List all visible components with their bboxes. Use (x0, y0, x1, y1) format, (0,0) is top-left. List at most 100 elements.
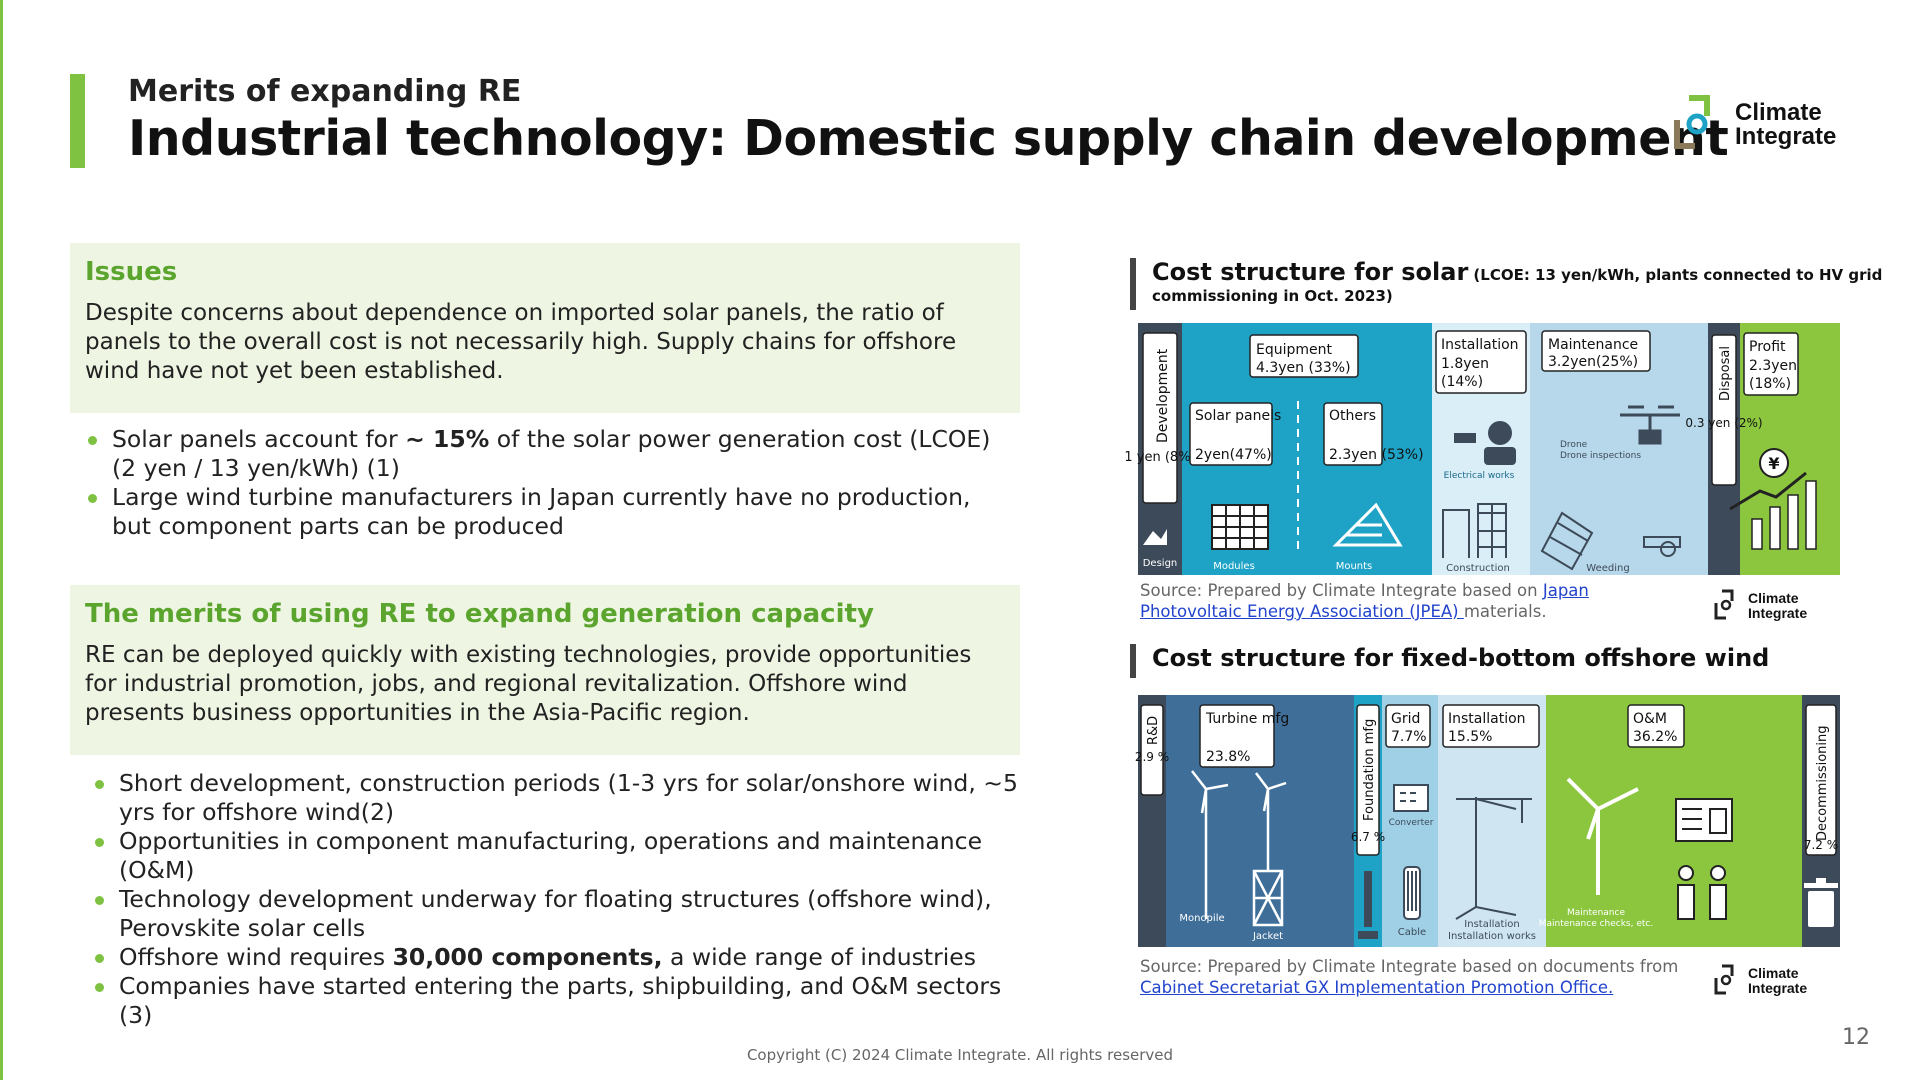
solar-title-note2: commissioning in Oct. 2023) (1152, 287, 1393, 305)
solar-source-post: materials. (1463, 602, 1547, 621)
logo-text-climate: Climate (1735, 99, 1822, 126)
wind-foundation-value: 6.7 % (1351, 830, 1385, 844)
crane-icon (1455, 797, 1532, 920)
solar-development-label: Development (1155, 348, 1171, 443)
solar-source-text: Source: Prepared by Climate Integrate ba… (1140, 581, 1543, 600)
page-number: 12 (1842, 1025, 1870, 1050)
wind-cost-infographic: R&D 2.9 % Turbine mfg 23.8% Monopile Jac… (1135, 695, 1840, 947)
wind-caption-converter: Converter (1389, 818, 1434, 828)
wind-caption-cable: Cable (1398, 927, 1426, 938)
solar-caption-construction: Construction (1446, 563, 1510, 574)
bullet-dot (88, 436, 97, 445)
logo-text-integrate: Integrate (1735, 123, 1836, 150)
solar-disposal-value: 0.3 yen (2%) (1685, 416, 1762, 430)
issues-bullet-list: Solar panels account for ~ 15% of the so… (78, 425, 1008, 541)
solar-caption-design: Design (1143, 558, 1178, 569)
mini-logo2-text1: Climate (1748, 965, 1799, 981)
bullet-dot (95, 983, 104, 992)
list-item: Solar panels account for ~ 15% of the so… (78, 425, 1008, 483)
merits-body: RE can be deployed quickly with existing… (85, 642, 972, 726)
left-accent-rule (0, 0, 3, 1080)
solar-title-note: (LCOE: 13 yen/kWh, plants connected to H… (1473, 266, 1883, 284)
solar-development-value: 1 yen (8%) (1124, 450, 1195, 465)
list-item: Short development, construction periods … (85, 769, 1020, 827)
foundation-pile-icon (1358, 871, 1378, 939)
merits-heading: The merits of using RE to expand generat… (85, 599, 874, 629)
bullet-dot (95, 954, 104, 963)
cable-icon (1403, 866, 1421, 920)
om-turbine-icon (1566, 777, 1639, 895)
wind-rnd-label: R&D (1146, 716, 1161, 745)
drone-icon (1620, 405, 1680, 445)
page-subtitle: Merits of expanding RE (128, 74, 522, 109)
wind-decom-value: 7.2 % (1804, 838, 1838, 852)
bullet-dot (88, 494, 97, 503)
yen-symbol: ¥ (1768, 454, 1779, 473)
solar-caption-weeding: Weeding (1586, 563, 1629, 574)
solar-others-label: Others (1329, 408, 1376, 424)
wind-foundation-label: Foundation mfg (1362, 719, 1377, 821)
list-item: Offshore wind requires 30,000 components… (85, 943, 1020, 972)
climate-integrate-mini-logo-2: Climate Integrate (1714, 964, 1807, 996)
wind-grid-label: Grid (1391, 711, 1420, 727)
mini-logo2-text2: Integrate (1748, 980, 1807, 996)
construction-icon (1442, 503, 1507, 558)
solar-caption-drone: Drone inspections (1560, 451, 1641, 461)
wind-title-text: Cost structure for fixed-bottom offshore… (1152, 644, 1770, 672)
solar-caption-drone1: Drone (1560, 440, 1588, 450)
wind-om-value: 36.2% (1633, 729, 1677, 745)
solar-profit-value2: (18%) (1749, 376, 1791, 392)
page-title: Industrial technology: Domestic supply c… (128, 110, 1729, 167)
wind-caption-jacket: Jacket (1252, 931, 1283, 942)
mount-icon (1332, 502, 1403, 547)
issues-body: Despite concerns about dependence on imp… (85, 300, 957, 384)
trash-can-icon (1804, 878, 1838, 927)
solar-maint-label: Maintenance (1548, 337, 1638, 353)
solar-caption-electrical: Electrical works (1444, 471, 1515, 481)
jacket-turbine-icon (1252, 772, 1287, 927)
growth-chart-icon (1729, 471, 1817, 550)
wind-caption-install1: Installation (1464, 919, 1519, 930)
cabinet-secretariat-link[interactable]: Cabinet Secretariat GX Implementation Pr… (1140, 978, 1614, 997)
wind-chart-title: Cost structure for fixed-bottom offshore… (1130, 644, 1769, 678)
solar-profit-label: Profit (1749, 339, 1786, 355)
solar-maint-value: 3.2yen(25%) (1548, 354, 1638, 370)
wind-om-label: O&M (1633, 711, 1667, 727)
solar-equipment-value: 4.3yen (33%) (1256, 360, 1351, 376)
wind-grid-value: 7.7% (1391, 729, 1427, 745)
weeding-icon (1540, 511, 1681, 571)
merits-panel: The merits of using RE to expand generat… (70, 585, 1020, 755)
wind-caption-maint1: Maintenance (1567, 908, 1625, 918)
wind-install-label: Installation (1448, 711, 1526, 727)
solar-others-value: 2.3yen (53%) (1329, 447, 1424, 463)
yen-coin-icon (1759, 448, 1789, 478)
monopile-turbine-icon (1191, 770, 1229, 919)
solar-caption-mounts: Mounts (1336, 561, 1373, 572)
solar-install-value2: (14%) (1441, 374, 1483, 390)
monitoring-screen-icon (1675, 798, 1733, 842)
copyright: Copyright (C) 2024 Climate Integrate. Al… (746, 1046, 1174, 1064)
solar-panels-label: Solar panels (1195, 408, 1281, 424)
wind-rnd-value: 2.9 % (1135, 750, 1169, 764)
wind-source-text: Source: Prepared by Climate Integrate ba… (1140, 957, 1679, 976)
list-item: Technology development underway for floa… (85, 885, 1020, 943)
climate-integrate-mini-logo: Climate Integrate (1714, 589, 1807, 621)
solar-equipment-label: Equipment (1256, 342, 1333, 358)
mini-logo-text2: Integrate (1748, 605, 1807, 621)
list-item: Companies have started entering the part… (85, 972, 1020, 1030)
title-accent-bar (70, 74, 85, 168)
wind-caption-monopile: Monopile (1179, 913, 1224, 924)
mini-logo-text1: Climate (1748, 590, 1799, 606)
solar-panels-value: 2yen(47%) (1195, 447, 1272, 463)
solar-disposal-label: Disposal (1718, 346, 1733, 401)
bullet-dot (95, 896, 104, 905)
solar-title-text: Cost structure for solar (1152, 258, 1469, 286)
solar-install-label: Installation (1441, 337, 1519, 353)
technicians-icon (1677, 865, 1727, 920)
merits-bullet-list: Short development, construction periods … (85, 769, 1020, 1030)
jpea-link[interactable]: Japan Photovoltaic Energy Association (J… (1140, 581, 1589, 621)
wind-turbine-label: Turbine mfg (1205, 711, 1289, 727)
climate-integrate-logo: Climate Integrate (1674, 95, 1836, 150)
issues-panel: Issues Despite concerns about dependence… (70, 243, 1020, 413)
solar-chart-title: Cost structure for solar (LCOE: 13 yen/k… (1130, 258, 1882, 310)
